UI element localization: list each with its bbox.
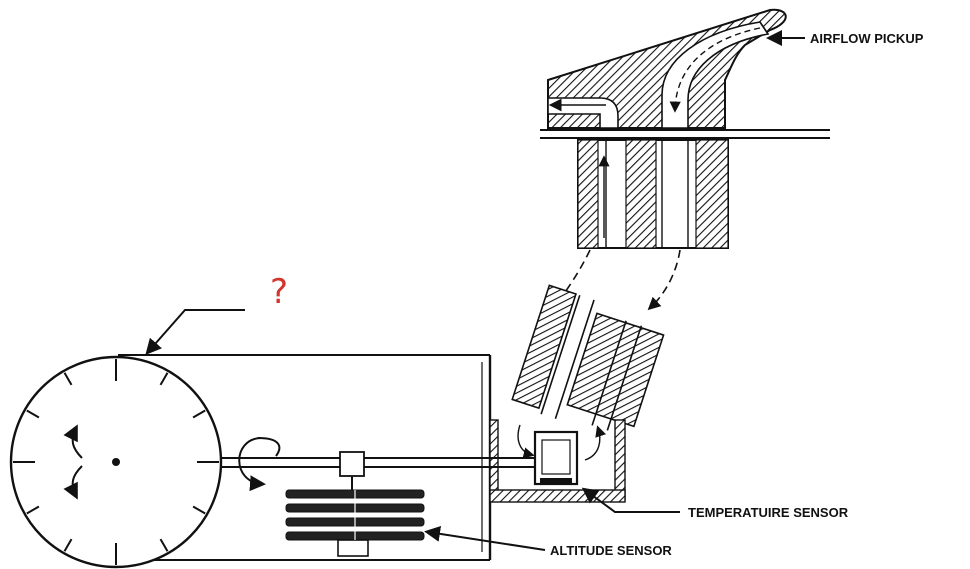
- probe-tube-4: [606, 325, 643, 431]
- temperature-sensor-base: [540, 478, 572, 484]
- fitting-hatch-2: [625, 139, 657, 249]
- channel-flow-arrow: [669, 27, 761, 113]
- dial-tick: [26, 505, 40, 515]
- dial-tick: [26, 409, 40, 419]
- shaft-rotation-arrow: [238, 437, 266, 492]
- dial-tick: [192, 409, 206, 419]
- indicator-dial: [9, 355, 223, 569]
- housing-left-wall: [489, 419, 499, 501]
- sensor-flow-arrow-in: [517, 424, 535, 459]
- sensor-flow-arrow-out: [584, 425, 606, 461]
- fitting-hatch-1: [577, 139, 599, 249]
- temperature-sensor-housing: [489, 419, 626, 503]
- shaft-rotation-arc: [257, 437, 281, 457]
- altitude-sensor-leader: [424, 525, 546, 551]
- probe-left-block: [511, 284, 577, 410]
- dial-pointer-arrow-down: [63, 465, 83, 500]
- altitude-sensor-bellows: [285, 451, 425, 557]
- housing-floor: [489, 489, 626, 503]
- dial-tick: [159, 372, 169, 386]
- dial-tick-marks: [13, 359, 219, 565]
- probe-tube-1: [540, 294, 581, 415]
- probe-tube-3: [591, 320, 627, 426]
- dial-pointer-arrow-up: [63, 424, 83, 459]
- temperature-sensor-leader: [581, 487, 680, 513]
- probe-right-block: [566, 312, 665, 428]
- altitude-sensor-label: ALTITUDE SENSOR: [550, 543, 672, 558]
- dial-tick: [159, 538, 169, 552]
- flow-line-right: [647, 249, 681, 311]
- dial-tick: [63, 372, 73, 386]
- fitting-hatch-3: [695, 139, 729, 249]
- temperature-sensor-label: TEMPERATUIRE SENSOR: [688, 505, 849, 520]
- bellows-linkage: [339, 451, 365, 477]
- temperature-sensor-core: [541, 439, 571, 475]
- probe-tube-2: [554, 299, 595, 419]
- dial-tick: [192, 505, 206, 515]
- airflow-pickup: [540, 8, 830, 249]
- airflow-pickup-label: AIRFLOW PICKUP: [810, 31, 924, 46]
- angled-probe: [511, 284, 665, 431]
- housing-right-wall: [614, 419, 626, 501]
- dial-tick: [63, 538, 73, 552]
- bellows-base: [337, 539, 369, 557]
- unknown-part-leader: [145, 309, 245, 356]
- unknown-part-question-mark: ?: [270, 272, 288, 312]
- dial-center-pivot: [112, 458, 120, 466]
